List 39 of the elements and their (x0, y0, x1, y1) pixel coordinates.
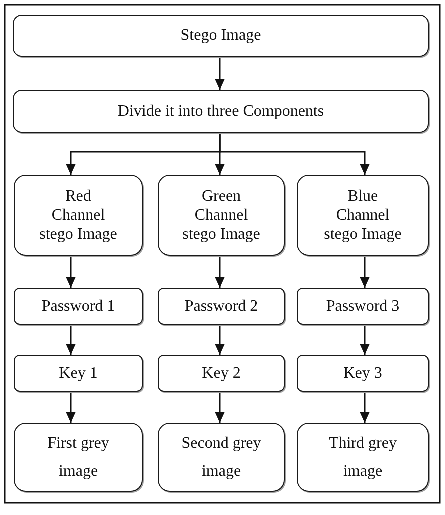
step-text: Third grey image (328, 434, 398, 482)
process-box (14, 423, 143, 492)
process-box (14, 175, 143, 256)
process-box (13, 15, 429, 57)
arrow (66, 325, 76, 355)
arrow (215, 325, 225, 355)
process-box (14, 288, 143, 325)
step-text: Key 1 (58, 364, 99, 384)
process-box (297, 355, 429, 392)
arrow (360, 256, 370, 288)
step-text: Stego Image (180, 26, 262, 46)
step-text: Password 2 (184, 296, 260, 316)
step-text: Divide it into three Components (116, 102, 326, 122)
arrow (219, 133, 370, 175)
process-box (158, 423, 285, 492)
arrow (66, 392, 76, 423)
step-text: Blue Channel stego Image (323, 187, 403, 244)
process-box (297, 288, 429, 325)
arrow (215, 57, 225, 90)
step-text: Red Channel stego Image (38, 187, 118, 244)
process-box (297, 423, 429, 492)
arrow (360, 325, 370, 355)
step-text: Key 2 (201, 364, 242, 384)
arrow (215, 256, 225, 288)
process-box (297, 175, 429, 256)
step-text: Password 3 (325, 296, 401, 316)
step-text: Green Channel stego Image (182, 187, 262, 244)
step-text: First grey image (46, 434, 110, 482)
arrow (360, 392, 370, 423)
step-text: Key 3 (342, 364, 384, 384)
arrow (66, 256, 76, 288)
process-box (158, 355, 285, 392)
step-text: Second grey image (180, 434, 262, 482)
process-box (158, 175, 285, 256)
arrow (215, 392, 225, 423)
process-box (13, 90, 429, 133)
step-text: Password 1 (40, 296, 116, 316)
process-box (14, 355, 143, 392)
process-box (158, 288, 285, 325)
